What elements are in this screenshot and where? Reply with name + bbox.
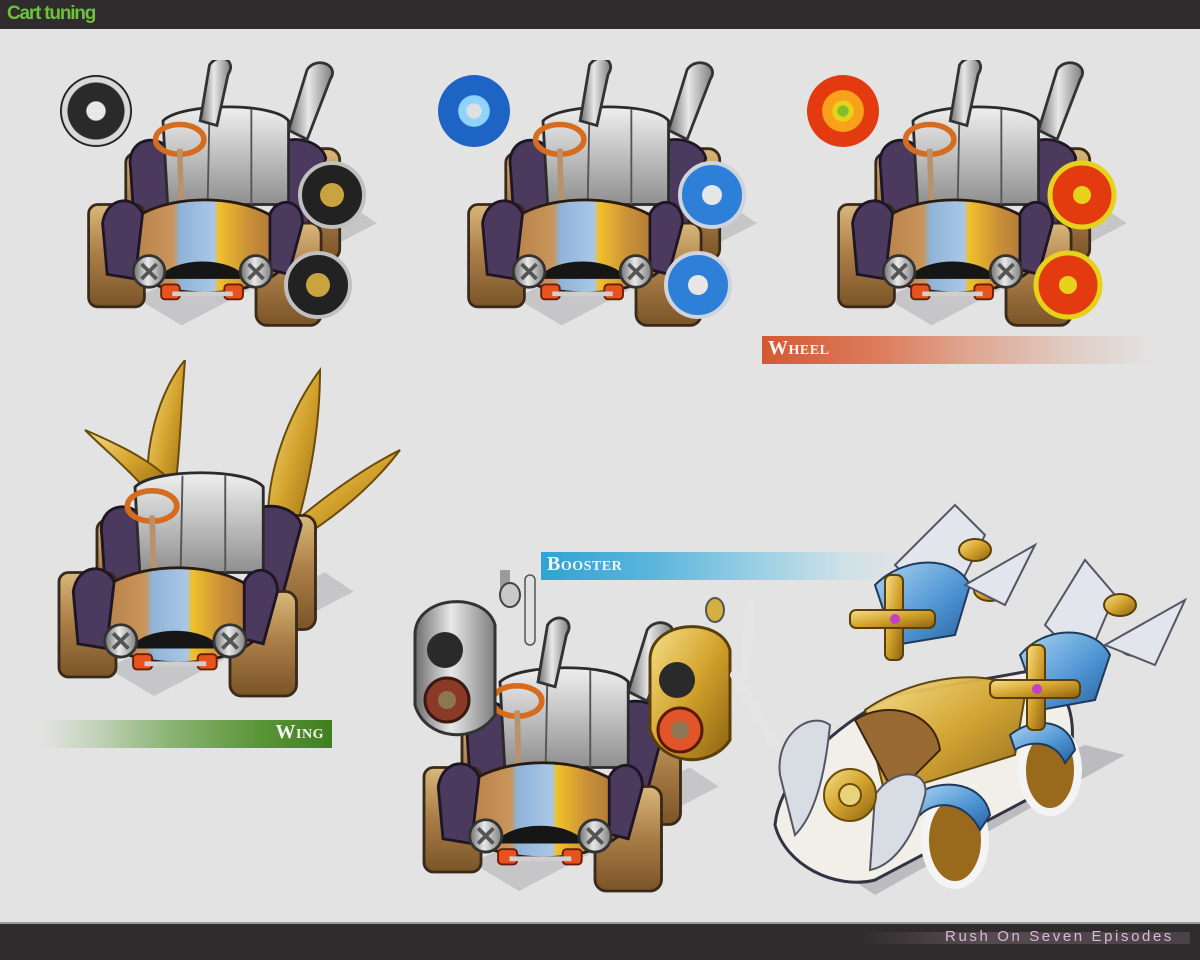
turbine-right bbox=[648, 597, 780, 762]
cart-angel-wing-booster bbox=[755, 495, 1200, 905]
booster-section-label: Booster bbox=[541, 552, 911, 580]
cart-illustration bbox=[820, 60, 1160, 340]
game-title: Rush On Seven Episodes bbox=[945, 928, 1174, 945]
booster-unit-right bbox=[989, 558, 1188, 731]
wing-label-text: Wing bbox=[275, 721, 324, 743]
cart-twin-turbine-booster bbox=[395, 565, 785, 895]
red-sun-emblem-icon bbox=[807, 75, 879, 147]
cart-illustration bbox=[30, 360, 401, 700]
page-title: Cart tuning bbox=[7, 3, 96, 24]
booster-label-text: Booster bbox=[547, 553, 623, 575]
cart-red-wheel bbox=[790, 40, 1150, 320]
cart-blue-wheel bbox=[420, 40, 760, 320]
cart-illustration bbox=[773, 503, 1188, 895]
footer-decorative-streak bbox=[860, 932, 1190, 944]
header-bar: Cart tuning bbox=[0, 0, 1200, 29]
cart-silver-wheel bbox=[40, 40, 380, 320]
turbine-left bbox=[413, 570, 536, 737]
silver-demon-face-emblem-icon bbox=[60, 75, 132, 147]
cart-golden-wings bbox=[30, 360, 410, 700]
booster-unit-left bbox=[849, 503, 1038, 661]
footer-bar: Rush On Seven Episodes bbox=[0, 922, 1200, 960]
wing-section-label: Wing bbox=[40, 720, 332, 748]
wheel-label-text: Wheel bbox=[768, 337, 830, 359]
blue-snowflake-emblem-icon bbox=[438, 75, 510, 147]
cart-illustration bbox=[450, 60, 790, 340]
cart-illustration bbox=[413, 570, 780, 895]
cart-illustration bbox=[70, 60, 410, 340]
wheel-section-label: Wheel bbox=[762, 336, 1152, 364]
